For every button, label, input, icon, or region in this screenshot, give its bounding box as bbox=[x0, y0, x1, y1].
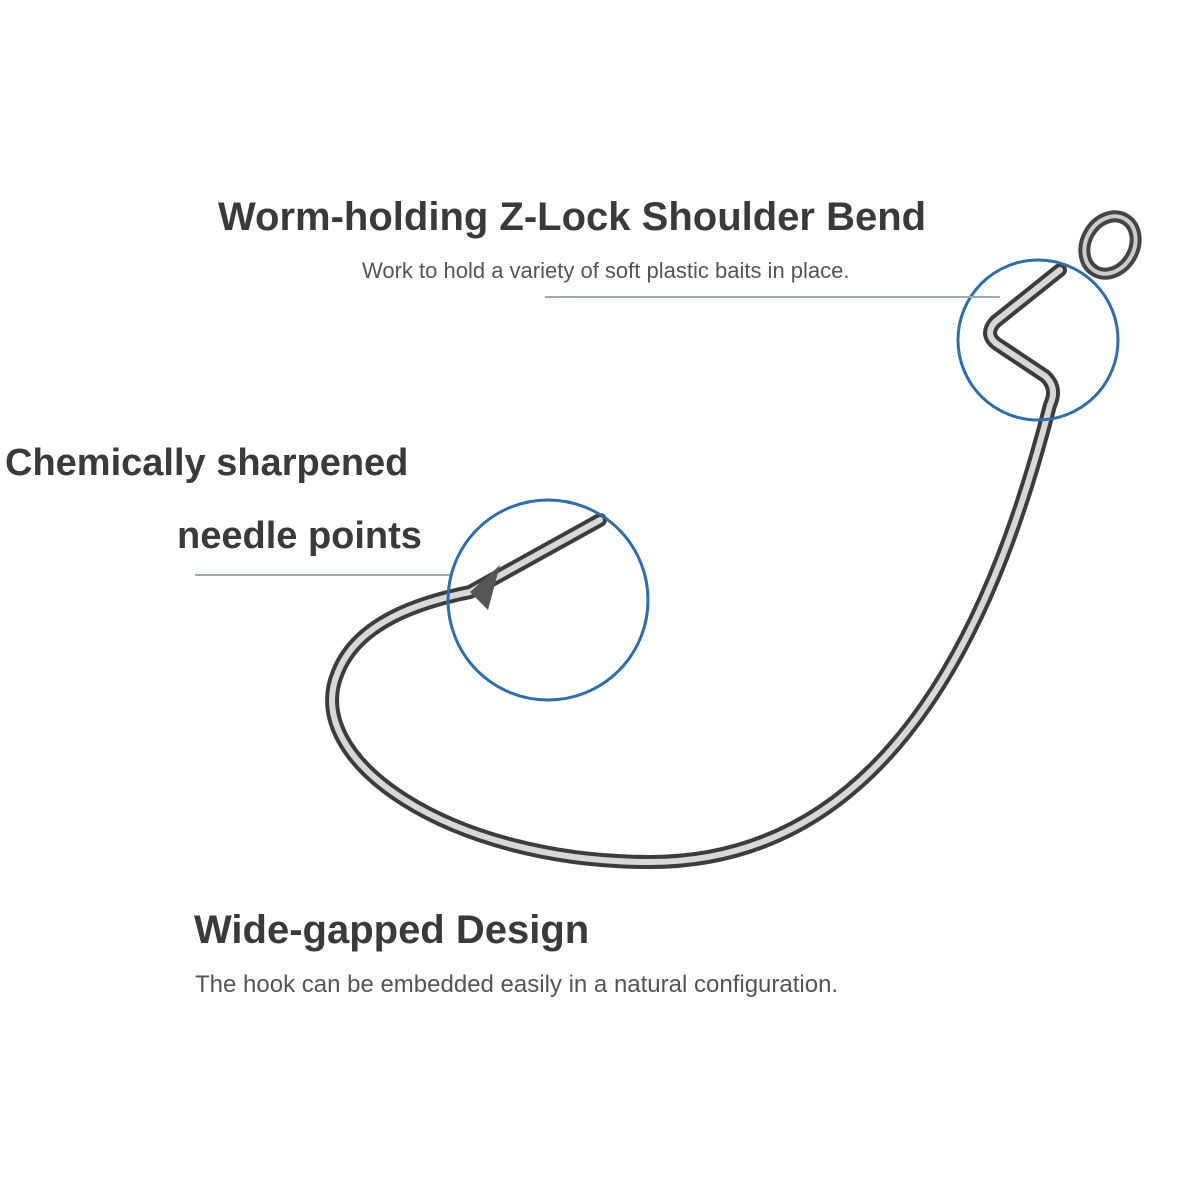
point-title-line1: Chemically sharpened bbox=[5, 442, 409, 484]
point-title-line2: needle points bbox=[177, 515, 422, 557]
hook-barb bbox=[470, 565, 500, 610]
zlock-subtitle: Work to hold a variety of soft plastic b… bbox=[362, 258, 850, 283]
zlock-highlight-circle bbox=[956, 258, 1120, 422]
zlock-title: Worm-holding Z-Lock Shoulder Bend bbox=[218, 195, 927, 239]
point-highlight-circle bbox=[446, 498, 650, 702]
gap-subtitle: The hook can be embedded easily in a nat… bbox=[195, 971, 839, 998]
gap-title: Wide-gapped Design bbox=[194, 908, 590, 952]
fishing-hook bbox=[325, 210, 1142, 869]
